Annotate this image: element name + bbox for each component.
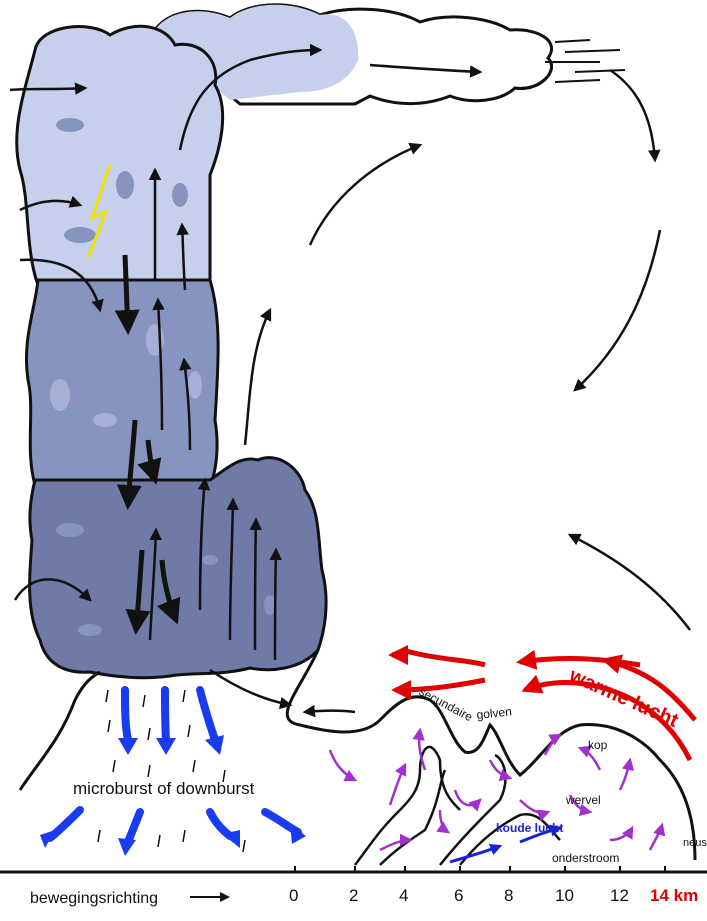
warm-air-label: warme lucht [565,664,682,732]
cirrus-streaks [545,40,625,82]
tick-6: 6 [454,886,463,905]
tick-0: 0 [289,886,298,905]
microburst-label: microburst of downburst [73,779,255,798]
cold-air-label: koude lucht [496,821,563,835]
vortex-label: wervel [565,793,601,807]
direction-label: bewegingsrichting [30,890,158,907]
nose-label: neus [683,837,707,849]
secondary-label: secundaire [417,684,476,724]
cumulonimbus-cloud [17,26,326,677]
tick-4: 4 [399,886,408,905]
waves-label: golven [476,704,513,722]
microburst-arrows [50,690,298,842]
axis-tick-labels: 0 2 4 6 8 10 12 14 km [289,886,698,905]
undercurrent-label: onderstroom [552,851,619,865]
head-label: kop [588,738,608,752]
tick-2: 2 [349,886,358,905]
tick-10: 10 [555,886,574,905]
tick-14-km: 14 km [650,886,698,905]
tick-8: 8 [504,886,513,905]
tick-12: 12 [610,886,629,905]
